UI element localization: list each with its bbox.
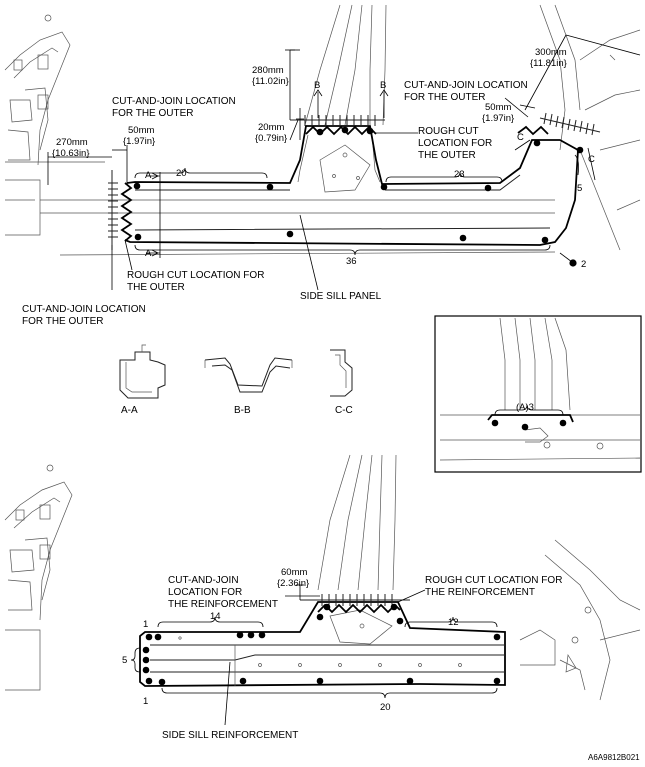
- dim-50mm-right: 50mm: [485, 102, 511, 113]
- top-body-outline: [4, 4, 641, 256]
- rough-cut-center-line2: LOCATION FOR: [418, 138, 492, 149]
- section-a-bottom: A: [145, 248, 152, 259]
- dim-300in: {11.81in}: [530, 58, 567, 69]
- rough-cut-reinf-line1: ROUGH CUT LOCATION FOR: [425, 575, 562, 586]
- rough-cut-center-line1: ROUGH CUT: [418, 126, 479, 137]
- cut-join-hatch-reinforcement: [300, 594, 410, 606]
- side-sill-panel-label: SIDE SILL PANEL: [300, 291, 382, 302]
- bottom-view-labels: 60mm {2.36in} CUT-AND-JOIN LOCATION FOR …: [122, 567, 562, 741]
- rough-cut-center-zigzag: [305, 125, 377, 136]
- dim-20mm: 20mm: [258, 122, 284, 133]
- dim-280in: {11.02in}: [252, 76, 289, 87]
- section-c-left: C: [517, 132, 524, 143]
- section-bb-profile: B-B: [204, 357, 293, 416]
- inset-label: (A)3: [516, 402, 534, 413]
- dim-60mm: 60mm: [281, 567, 307, 578]
- weld-count-5-bottom: 5: [122, 655, 127, 666]
- dim-50in-left: {1.97in}: [123, 136, 155, 147]
- weld-count-20: 20: [176, 168, 187, 179]
- dim-300mm: 300mm: [535, 47, 567, 58]
- dimension-lines-bottom: [130, 584, 498, 726]
- rough-cut-left-line2: THE OUTER: [127, 282, 185, 293]
- cut-join-hatch-right: [539, 112, 601, 136]
- weld-count-1-top: 1: [143, 619, 148, 630]
- reinforcement-inner-lines: [150, 609, 505, 686]
- side-sill-inner-line: [134, 174, 551, 231]
- rough-cut-center-line3: THE OUTER: [418, 150, 476, 161]
- section-bb-label: B-B: [234, 405, 251, 416]
- dimension-lines-top: [47, 34, 641, 291]
- dim-270in: {10.63in}: [52, 148, 90, 159]
- section-c-right: C: [588, 154, 595, 165]
- spot-welds-top: [133, 126, 584, 267]
- bottom-body-outline: [4, 454, 641, 701]
- section-a-top: A: [145, 170, 152, 181]
- weld-count-23: 23: [454, 169, 465, 180]
- dim-20in: {0.79in}: [255, 133, 287, 144]
- weld-count-5: 5: [577, 183, 582, 194]
- rough-cut-reinforcement-zigzag: [317, 603, 401, 614]
- dim-270mm: 270mm: [56, 137, 88, 148]
- cut-join-center-line1: CUT-AND-JOIN LOCATION: [112, 96, 236, 107]
- cut-join-reinf-line1: CUT-AND-JOIN: [168, 575, 239, 586]
- inset-detail: (A)3: [434, 315, 642, 473]
- section-cc-profile: C-C: [330, 349, 353, 416]
- section-cc-label: C-C: [335, 405, 353, 416]
- section-aa-label: A-A: [121, 405, 138, 416]
- rough-cut-right-zigzag: [517, 125, 549, 136]
- cut-join-hatch-left: [108, 170, 118, 250]
- side-sill-reinforcement-label: SIDE SILL REINFORCEMENT: [162, 730, 298, 741]
- spot-welds-bottom: [142, 603, 501, 686]
- weld-count-2: 2: [581, 259, 586, 270]
- weld-count-14: 14: [210, 611, 221, 622]
- cut-join-hatch-center: [290, 115, 385, 126]
- figure-code: A6A9812B021: [588, 753, 640, 762]
- cut-join-left-line1: CUT-AND-JOIN LOCATION: [22, 304, 146, 315]
- cut-join-reinf-line2: LOCATION FOR: [168, 587, 242, 598]
- section-b-right: B: [380, 80, 386, 91]
- dim-50in-right: {1.97in}: [482, 113, 514, 124]
- weld-count-1-bottom: 1: [143, 696, 148, 707]
- cut-join-center-line2: FOR THE OUTER: [112, 108, 193, 119]
- cut-join-right-line2: FOR THE OUTER: [404, 92, 485, 103]
- side-sill-reinforcement-outline: [139, 601, 506, 687]
- rough-cut-left-line1: ROUGH CUT LOCATION FOR: [127, 270, 264, 281]
- top-view-labels: 280mm {11.02in} 300mm {11.81in} 270mm {1…: [22, 47, 595, 327]
- cut-join-right-line1: CUT-AND-JOIN LOCATION: [404, 80, 528, 91]
- rough-cut-reinf-line2: THE REINFORCEMENT: [425, 587, 535, 598]
- side-sill-panel-outline: [124, 125, 579, 246]
- section-b-left: B: [314, 80, 320, 91]
- dim-60in: {2.36in}: [277, 578, 309, 589]
- cut-join-reinf-line3: THE REINFORCEMENT: [168, 599, 278, 610]
- dim-50mm-left: 50mm: [128, 125, 154, 136]
- rough-cut-left-zigzag: [120, 182, 133, 242]
- weld-count-36: 36: [346, 256, 357, 267]
- weld-count-20-bottom: 20: [380, 702, 391, 713]
- cut-join-left-line2: FOR THE OUTER: [22, 316, 103, 327]
- dim-280mm: 280mm: [252, 65, 284, 76]
- weld-count-12: 12: [448, 617, 459, 628]
- section-aa-profile: A-A: [119, 344, 166, 416]
